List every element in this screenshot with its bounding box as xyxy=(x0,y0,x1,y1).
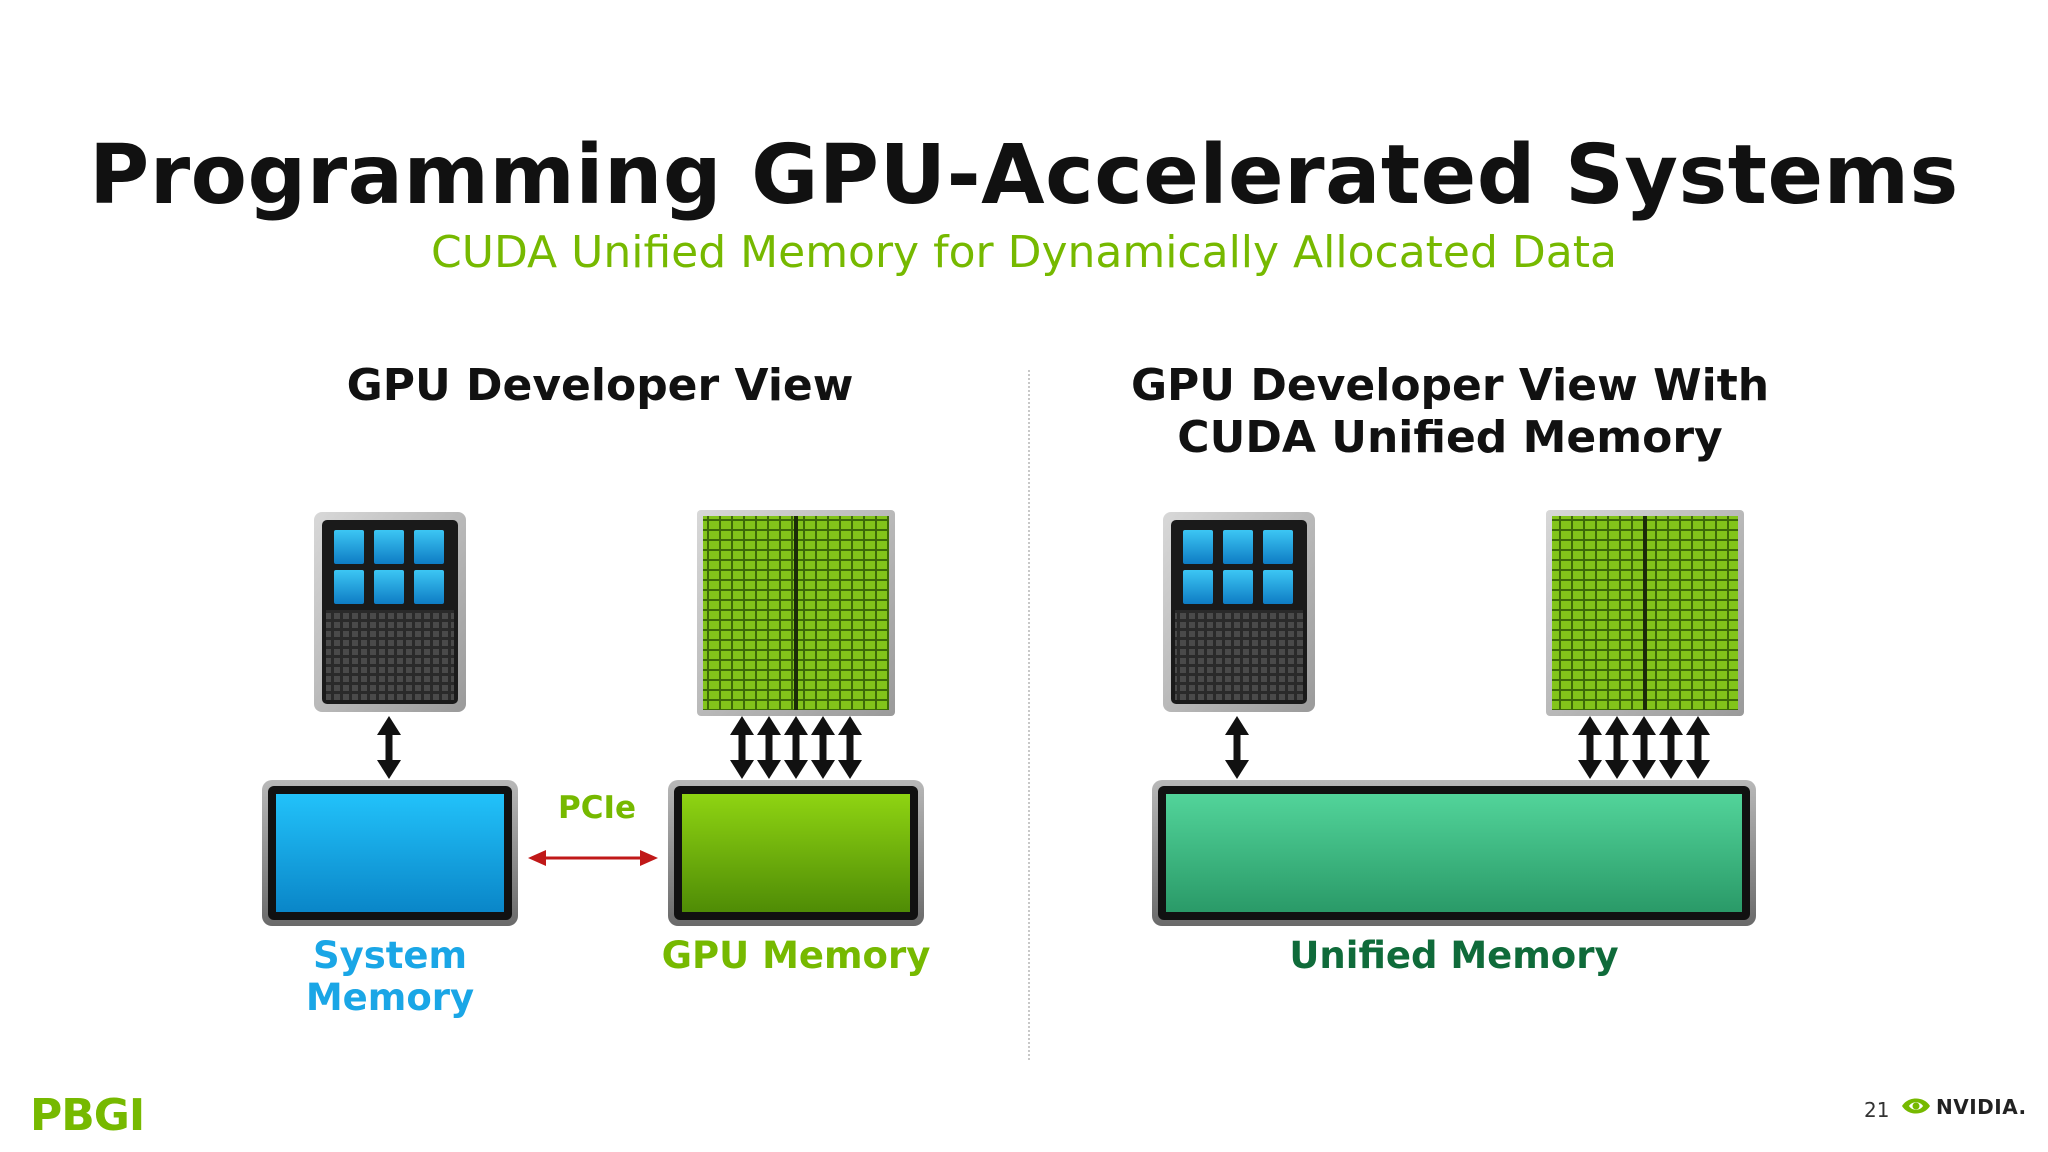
slide-title: Programming GPU-Accelerated Systems xyxy=(89,128,1959,223)
nvidia-wordmark: NVIDIA. xyxy=(1936,1095,2027,1119)
bidirectional-arrow-icon xyxy=(1225,716,1249,779)
gpu-memory-label: GPU Memory xyxy=(661,934,931,977)
gpu-memory-block xyxy=(668,780,924,926)
unified-memory-block xyxy=(1152,780,1756,926)
gpu-memory-bus-arrows xyxy=(1578,716,1710,779)
left-panel-heading: GPU Developer View xyxy=(346,360,854,411)
nvidia-eye-icon xyxy=(1902,1098,1930,1114)
right-heading-line1: GPU Developer View With xyxy=(1130,360,1770,411)
system-memory-label: System Memory xyxy=(260,935,520,1019)
gpu-memory-bus-arrows xyxy=(730,716,862,779)
system-memory-label-line1: System xyxy=(312,934,468,977)
gpu-chip-icon xyxy=(697,510,895,716)
bidirectional-arrow-icon xyxy=(377,716,401,779)
cpu-chip-icon xyxy=(1163,512,1315,712)
slide-subtitle: CUDA Unified Memory for Dynamically Allo… xyxy=(431,227,1617,278)
system-memory-block xyxy=(262,780,518,926)
panel-divider xyxy=(1028,370,1030,1060)
pcie-link-arrow xyxy=(528,850,658,866)
unified-memory-label: Unified Memory xyxy=(1289,934,1619,977)
page-number: 21 xyxy=(1864,1098,1890,1122)
cpu-chip-icon xyxy=(314,512,466,712)
pbgi-logo: PBGI xyxy=(30,1090,145,1141)
right-heading-line2: CUDA Unified Memory xyxy=(1177,412,1723,463)
right-panel-heading: GPU Developer View With CUDA Unified Mem… xyxy=(1100,360,1800,464)
pcie-label: PCIe xyxy=(558,790,637,826)
gpu-chip-icon xyxy=(1546,510,1744,716)
nvidia-logo: NVIDIA. xyxy=(1900,1093,2026,1123)
system-memory-label-line2: Memory xyxy=(305,976,475,1019)
